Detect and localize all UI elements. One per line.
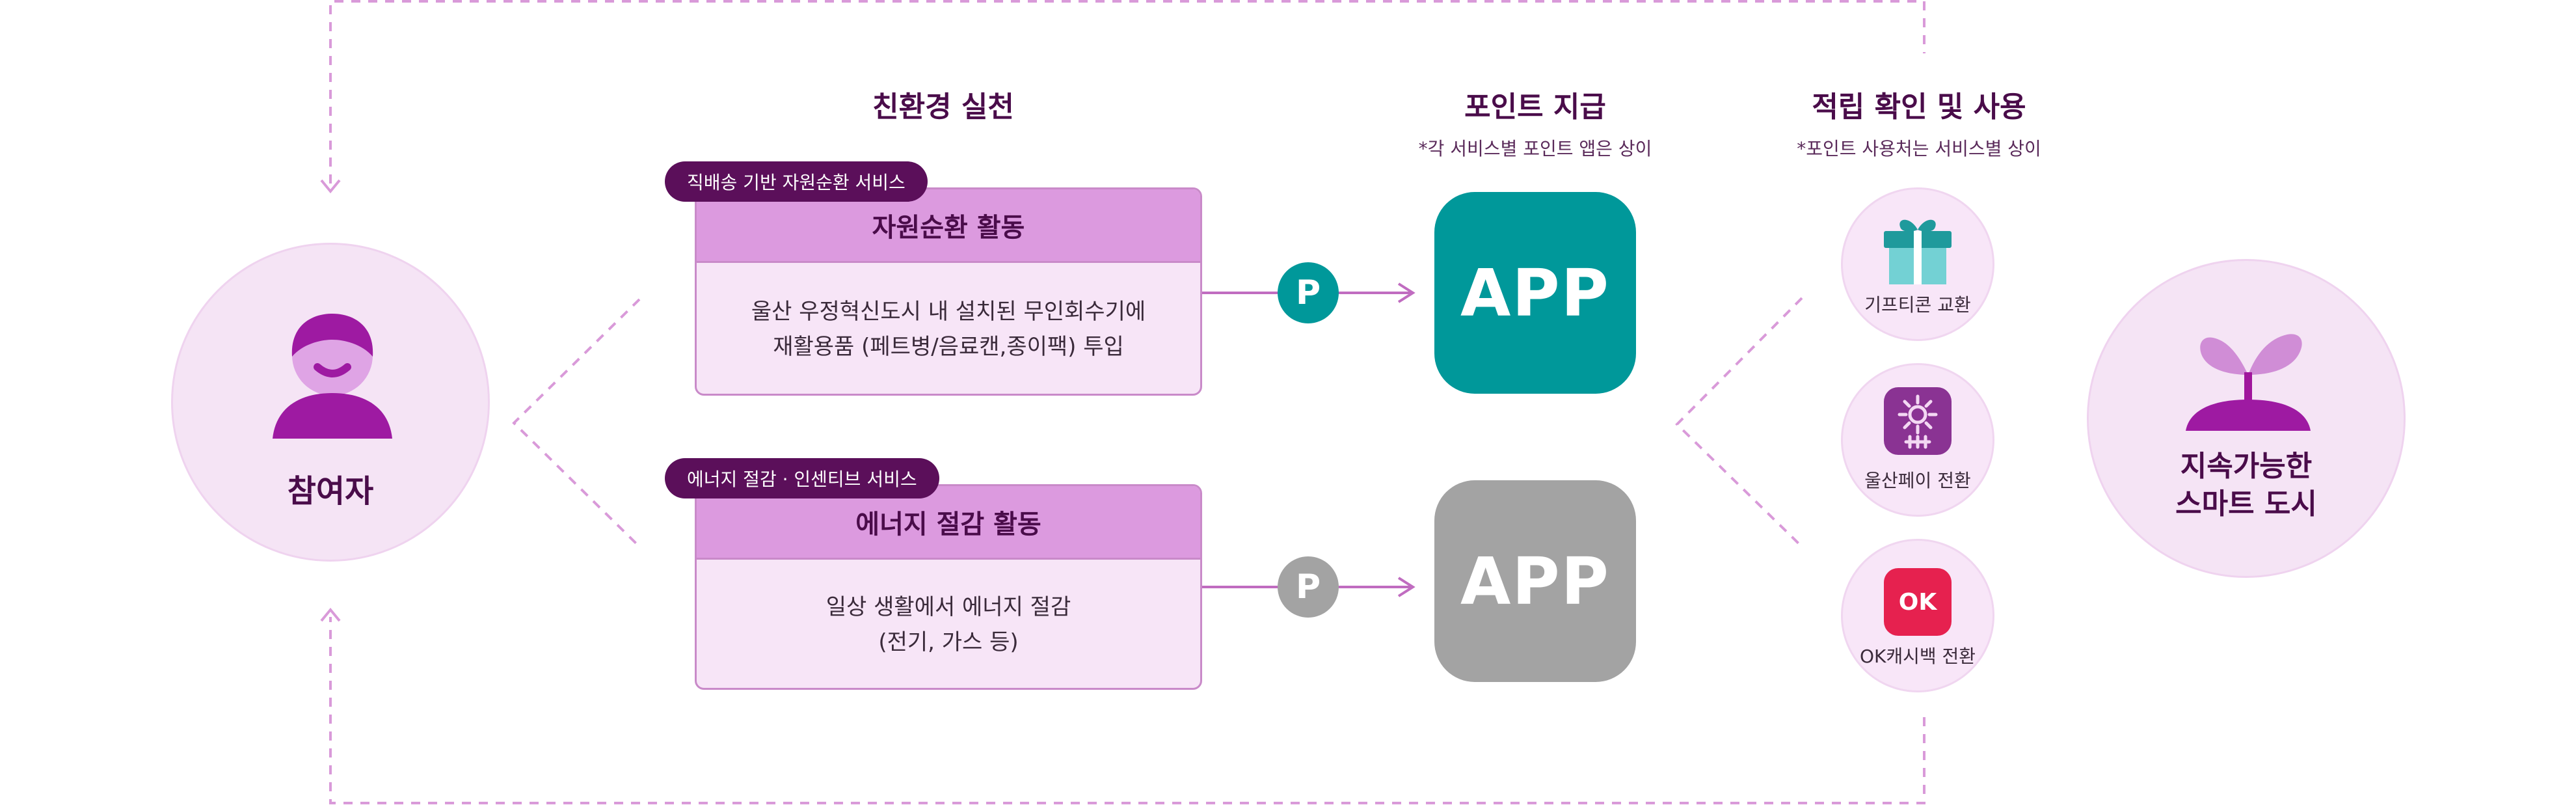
okcashbag-icon: OK [1884, 568, 1952, 636]
section-title-practice: 친환경 실천 [872, 90, 1014, 124]
person-icon [273, 314, 392, 439]
reward-okcashbag: OK OK캐시백 전환 [1841, 539, 1994, 692]
section-title-usage: 적립 확인 및 사용 [1812, 90, 2026, 124]
activity-card-energy: 에너지 절감 활동 일상 생활에서 에너지 절감 (전기, 가스 등) [695, 484, 1202, 690]
section-title-points: 포인트 지급 [1464, 90, 1606, 124]
point-coin-icon: P [1278, 556, 1339, 618]
activity-card-description: 울산 우정혁신도시 내 설치된 무인회수기에 재활용품 (페트병/음료캔,종이팩… [697, 263, 1200, 394]
point-coin-icon: P [1278, 262, 1339, 323]
smart-city-label: 지속가능한 스마트 도시 [2087, 448, 2406, 523]
reward-label: 기프티콘 교환 [1864, 294, 1971, 316]
loop-top-line [329, 0, 1925, 184]
service-tag-recycling: 직배송 기반 자원순환 서비스 [665, 161, 928, 202]
participant-circle [171, 243, 490, 562]
activity-desc-line-1: 울산 우정혁신도시 내 설치된 무인회수기에 [751, 299, 1146, 325]
smart-city-line-1: 지속가능한 [2180, 450, 2313, 483]
arrow-head-1 [1397, 282, 1415, 303]
activity-card-description: 일상 생활에서 에너지 절감 (전기, 가스 등) [697, 560, 1200, 688]
activity-desc-line-1: 일상 생활에서 에너지 절감 [825, 594, 1071, 620]
section-note-points: *각 서비스별 포인트 앱은 상이 [1418, 138, 1652, 159]
participant-label: 참여자 [287, 473, 374, 510]
gift-icon [1884, 219, 1952, 284]
smart-city-line-2: 스마트 도시 [2175, 487, 2317, 521]
fan-right-line [1675, 297, 1803, 548]
okcashbag-icon-text: OK [1898, 588, 1937, 616]
loop-bottom-line [329, 617, 1925, 804]
reward-gifticon: 기프티콘 교환 [1841, 187, 1994, 341]
section-note-usage: *포인트 사용처는 서비스별 상이 [1797, 138, 2041, 159]
loop-up-arrowhead [320, 607, 341, 622]
sprout-icon [2186, 334, 2311, 431]
activity-desc-line-2: 재활용품 (페트병/음료캔,종이팩) 투입 [773, 334, 1124, 360]
service-tag-energy: 에너지 절감 · 인센티브 서비스 [665, 458, 939, 498]
app-tile-energy: APP [1434, 480, 1636, 682]
activity-desc-line-2: (전기, 가스 등) [878, 629, 1019, 655]
smart-city-circle [2087, 259, 2406, 578]
arrow-head-2 [1397, 577, 1415, 597]
reward-label: OK캐시백 전환 [1859, 646, 1976, 667]
loop-down-arrowhead [320, 179, 341, 194]
app-tile-recycling: APP [1434, 192, 1636, 394]
fan-left-line [512, 298, 641, 548]
ulsanpay-icon [1884, 387, 1952, 455]
reward-label: 울산페이 전환 [1864, 470, 1971, 491]
reward-ulsanpay: 울산페이 전환 [1841, 363, 1994, 517]
activity-card-recycling: 자원순환 활동 울산 우정혁신도시 내 설치된 무인회수기에 재활용품 (페트병… [695, 187, 1202, 396]
